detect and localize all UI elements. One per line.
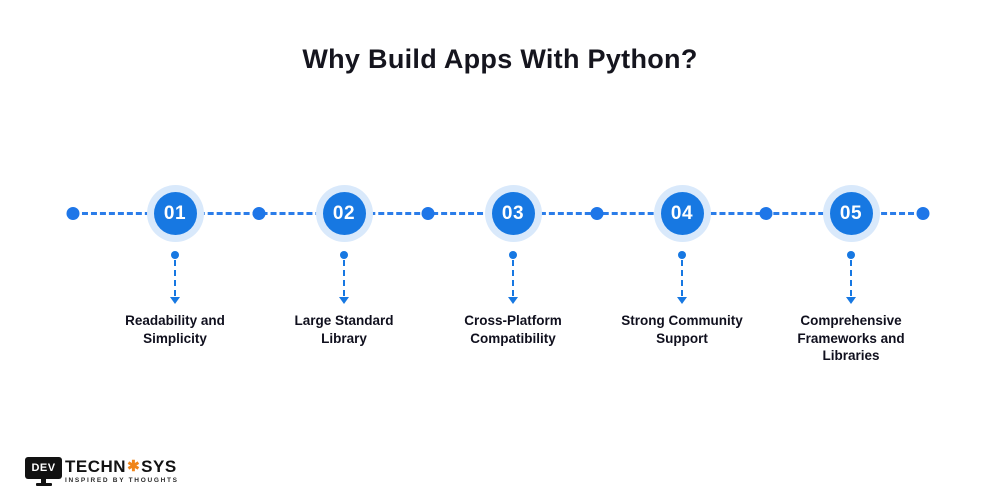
logo-tagline: INSPIRED BY THOUGHTS [65,477,179,484]
timeline-item: 02 Large Standard Library [259,185,429,347]
gear-icon: ✱ [127,458,141,475]
milestone-number-badge: 03 [491,192,535,235]
page-title: Why Build Apps With Python? [302,44,698,74]
timeline-dot [759,207,773,220]
timeline-item: 01 Readability and Simplicity [90,185,260,347]
down-arrow-icon [846,251,856,304]
milestone-label: Comprehensive Frameworks and Libraries [797,313,905,363]
milestone-label: Large Standard Library [294,313,394,346]
down-arrow-icon [339,251,349,304]
timeline-dot [916,207,930,220]
milestone-halo: 01 [146,185,204,242]
down-arrow-icon [677,251,687,304]
milestone-label: Strong Community Support [621,313,743,346]
timeline-item: 05 Comprehensive Frameworks and Librarie… [766,185,936,365]
down-arrow-icon [508,251,518,304]
milestone-halo: 04 [653,185,711,242]
milestone-label: Readability and Simplicity [125,313,225,346]
milestone-number-badge: 02 [322,192,366,235]
monitor-icon: DEV [25,457,62,486]
timeline-dot [252,207,266,220]
logo-brand-text: TECHN✱SYS [65,457,177,476]
milestone-number-badge: 01 [153,192,197,235]
timeline-dot [590,207,604,220]
milestone-label: Cross-Platform Compatibility [464,313,562,346]
milestone-halo: 05 [822,185,880,242]
milestone-halo: 03 [484,185,542,242]
timeline-dot [66,207,80,220]
milestone-number-badge: 04 [660,192,704,235]
timeline-item: 03 Cross-Platform Compatibility [428,185,598,347]
milestone-number-badge: 05 [829,192,873,235]
timeline-item: 04 Strong Community Support [597,185,767,347]
devtechnosys-logo: DEV TECHN✱SYS INSPIRED BY THOUGHTS [25,457,179,486]
timeline-dot [421,207,435,220]
milestone-halo: 02 [315,185,373,242]
down-arrow-icon [170,251,180,304]
logo-dev-text: DEV [25,457,62,479]
